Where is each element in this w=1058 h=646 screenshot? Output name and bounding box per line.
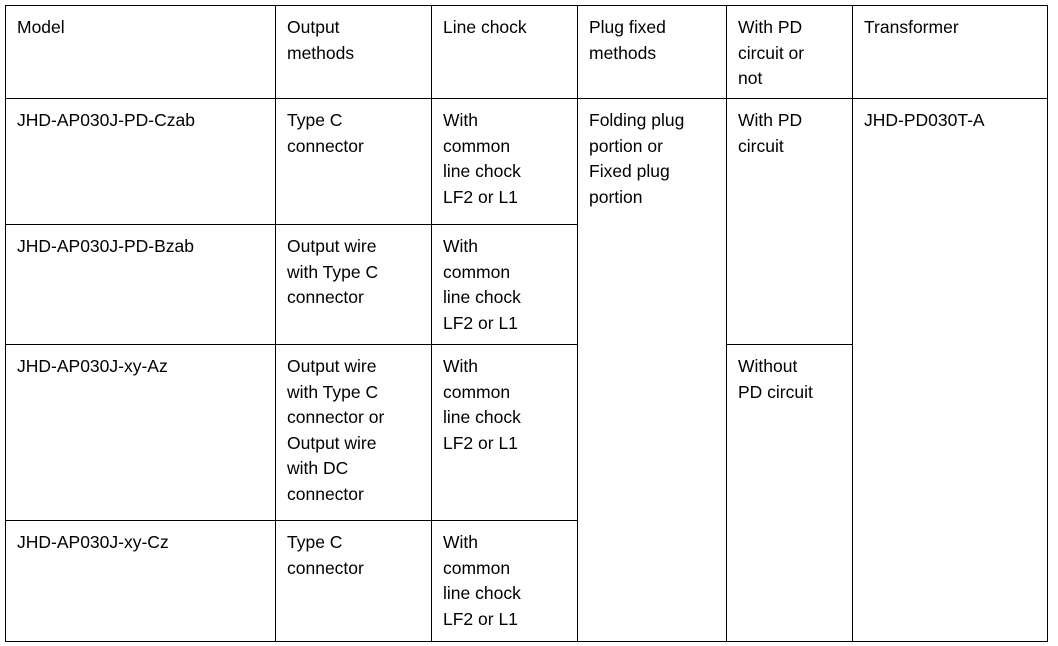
cell-model-value: JHD-AP030J-xy-Cz — [17, 532, 169, 552]
table-row: JHD-AP030J-PD-Czab Type C connector With… — [5, 98, 1048, 642]
column-header-output-methods: Output methods — [275, 5, 432, 99]
cell-model-value: JHD-AP030J-PD-Bzab — [17, 236, 194, 256]
cell-line-chock-value: With common line chock LF2 or L1 — [443, 532, 521, 629]
table-row: JHD-AP030J-xy-Cz Type C connector With c… — [5, 520, 1048, 642]
cell-model-value: JHD-AP030J-xy-Az — [17, 356, 168, 376]
cell-output-methods-value: Output wire with Type C connector — [287, 236, 379, 307]
cell-model: JHD-AP030J-PD-Czab — [5, 98, 276, 225]
cell-output-methods: Output wire with Type C connector or Out… — [275, 344, 432, 521]
cell-output-methods-value: Output wire with Type C connector or Out… — [287, 356, 385, 504]
column-header-plug-fixed-methods-label: Plug fixed methods — [589, 17, 666, 63]
cell-model: JHD-AP030J-xy-Cz — [5, 520, 276, 642]
column-header-output-methods-label: Output methods — [287, 17, 355, 63]
cell-model: JHD-AP030J-xy-Az — [5, 344, 276, 521]
column-header-with-pd-circuit-or-not-label: With PD circuit or not — [738, 17, 805, 88]
column-header-line-chock: Line chock — [431, 5, 578, 99]
table-row: JHD-AP030J-PD-Bzab Output wire with Type… — [5, 224, 1048, 345]
column-header-plug-fixed-methods: Plug fixed methods — [577, 5, 727, 99]
cell-transformer-value: JHD-PD030T-A — [864, 110, 985, 130]
cell-line-chock-value: With common line chock LF2 or L1 — [443, 236, 521, 333]
cell-line-chock: With common line chock LF2 or L1 — [431, 224, 578, 345]
column-header-transformer: Transformer — [852, 5, 1048, 99]
table-header-row: Model Output methods Line chock Plug fix… — [5, 5, 1048, 99]
cell-plug-fixed-methods-merged: Folding plug portion or Fixed plug porti… — [577, 98, 727, 642]
cell-plug-fixed-methods-value: Folding plug portion or Fixed plug porti… — [589, 110, 685, 207]
cell-pd-circuit-with-value: With PD circuit — [738, 110, 803, 156]
cell-line-chock: With common line chock LF2 or L1 — [431, 520, 578, 642]
cell-output-methods: Type C connector — [275, 98, 432, 225]
column-header-model: Model — [5, 5, 276, 99]
cell-line-chock-value: With common line chock LF2 or L1 — [443, 110, 521, 207]
cell-model: JHD-AP030J-PD-Bzab — [5, 224, 276, 345]
column-header-model-label: Model — [17, 17, 65, 37]
table-row: JHD-AP030J-xy-Az Output wire with Type C… — [5, 344, 1048, 642]
cell-pd-circuit-with-merged: With PD circuit — [726, 98, 853, 345]
cell-line-chock: With common line chock LF2 or L1 — [431, 98, 578, 225]
cell-line-chock: With common line chock LF2 or L1 — [431, 344, 578, 521]
cell-output-methods-value: Type C connector — [287, 110, 364, 156]
cell-transformer-merged: JHD-PD030T-A — [852, 98, 1048, 642]
cell-model-value: JHD-AP030J-PD-Czab — [17, 110, 195, 130]
column-header-line-chock-label: Line chock — [443, 17, 527, 37]
cell-output-methods-value: Type C connector — [287, 532, 364, 578]
column-header-transformer-label: Transformer — [864, 17, 959, 37]
cell-output-methods: Type C connector — [275, 520, 432, 642]
model-specification-table: Model Output methods Line chock Plug fix… — [5, 5, 1048, 642]
column-header-with-pd-circuit-or-not: With PD circuit or not — [726, 5, 853, 99]
cell-pd-circuit-without-value: Without PD circuit — [738, 356, 813, 402]
cell-line-chock-value: With common line chock LF2 or L1 — [443, 356, 521, 453]
cell-output-methods: Output wire with Type C connector — [275, 224, 432, 345]
cell-pd-circuit-without-merged: Without PD circuit — [726, 344, 853, 642]
